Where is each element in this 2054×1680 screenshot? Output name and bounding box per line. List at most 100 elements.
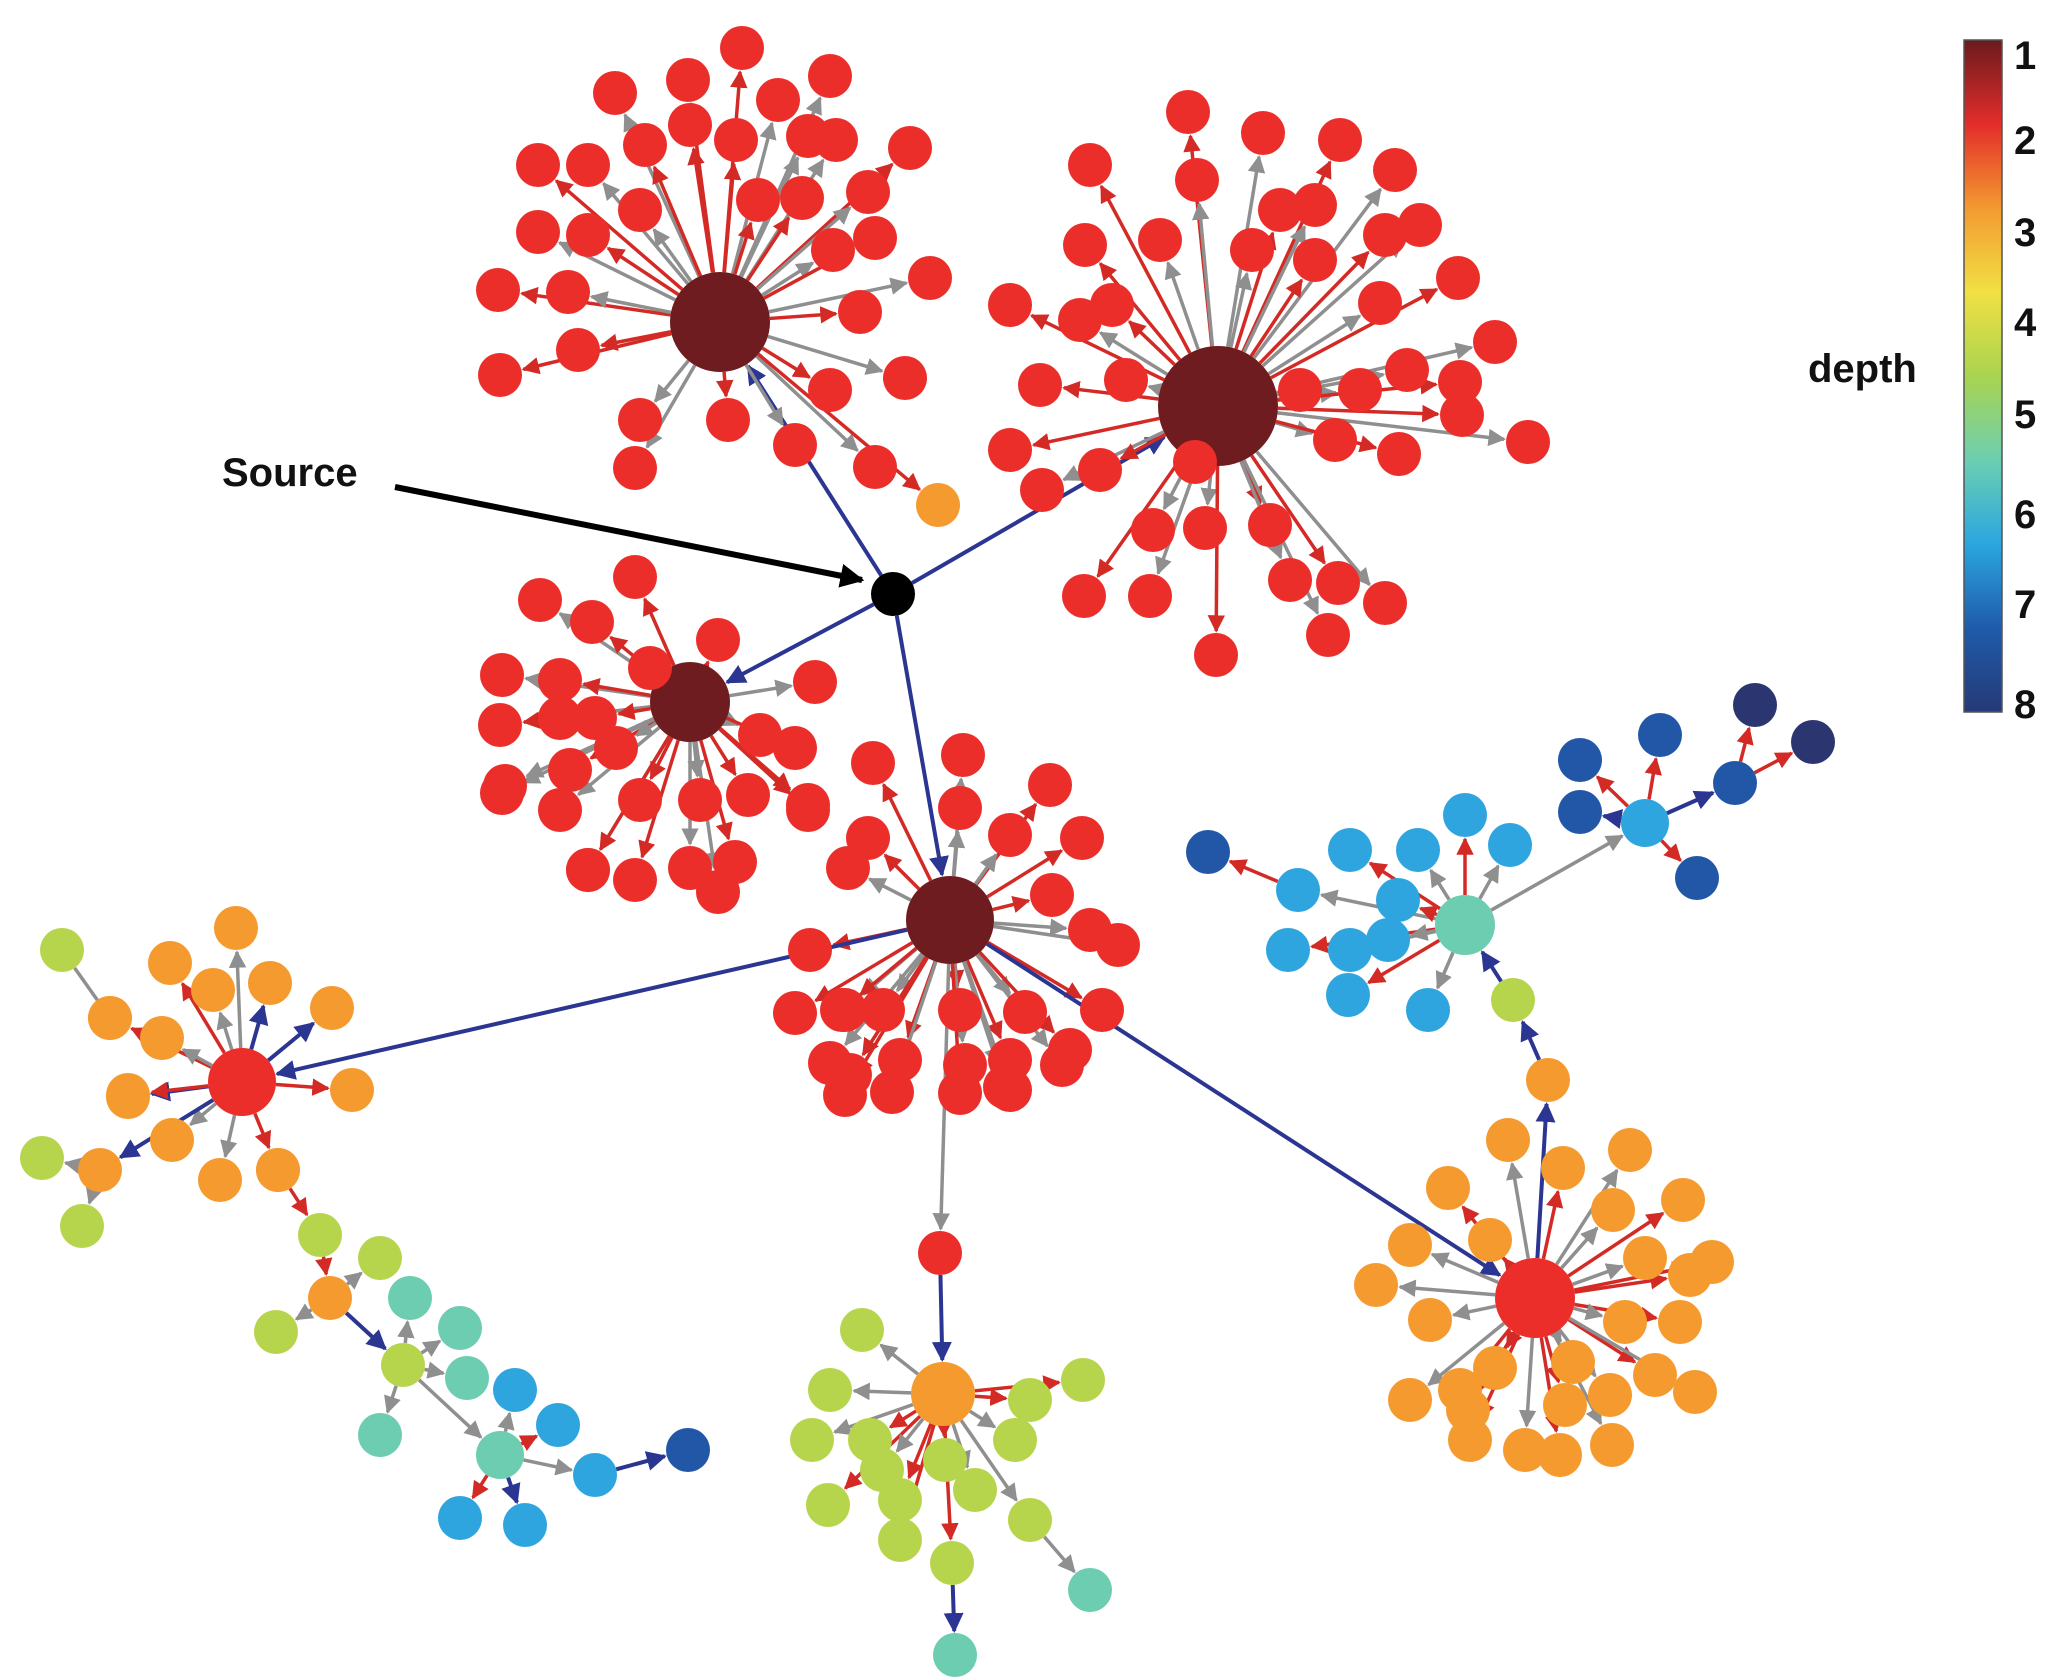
- gray-edge: [397, 1320, 415, 1344]
- depth-7-node: [1186, 830, 1230, 874]
- depth-2-node: [1175, 158, 1219, 202]
- depth-2-node: [828, 1053, 872, 1097]
- depth-8-node: [1733, 683, 1777, 727]
- depth-3-node: [1543, 1383, 1587, 1427]
- depth-6-node: [536, 1403, 580, 1447]
- red-edge: [986, 849, 1064, 899]
- gray-edge: [1042, 1535, 1076, 1574]
- gray-edge: [1545, 1323, 1563, 1343]
- gray-edge: [959, 1419, 1018, 1502]
- depth-2-node: [1080, 988, 1124, 1032]
- red-edge: [687, 146, 715, 273]
- depth-2-node: [883, 356, 927, 400]
- depth-3-node: [1661, 1178, 1705, 1222]
- gray-edge: [729, 679, 794, 698]
- colorbar-tick-label: 4: [2014, 301, 2037, 345]
- depth-7-node: [1558, 738, 1602, 782]
- gray-edge: [756, 206, 852, 291]
- depth-6-node: [493, 1368, 537, 1412]
- depth-2-node: [756, 78, 800, 122]
- depth-6-node: [1406, 988, 1450, 1032]
- depth-6-node: [1376, 878, 1420, 922]
- depth-2-node: [1377, 432, 1421, 476]
- blue-edge: [1601, 809, 1624, 829]
- depth-6-node: [1326, 973, 1370, 1017]
- depth-3-node: [191, 968, 235, 1012]
- depth-3-node: [1673, 1370, 1717, 1414]
- depth-2-node: [938, 988, 982, 1032]
- depth-2-node: [613, 858, 657, 902]
- depth-2-node: [566, 848, 610, 892]
- blue-edge: [344, 1311, 387, 1351]
- red-edge: [1367, 938, 1441, 985]
- red-edge: [906, 1422, 933, 1480]
- depth-2-node: [538, 658, 582, 702]
- depth-2-node: [851, 741, 895, 785]
- depth-2-node: [1258, 188, 1302, 232]
- gray-edge: [1255, 450, 1371, 587]
- depth-6-node: [503, 1503, 547, 1547]
- gray-edge: [417, 1378, 483, 1439]
- blue-edge: [501, 1476, 521, 1505]
- depth-2-node: [773, 726, 817, 770]
- depth-3-node: [214, 906, 258, 950]
- depth-6-node: [1396, 828, 1440, 872]
- depth-2-node: [556, 328, 600, 372]
- red-edge: [1503, 1257, 1522, 1277]
- depth-2-node: [548, 748, 592, 792]
- depth-1-hub: [906, 876, 994, 964]
- depth-3-hub: [911, 1362, 975, 1426]
- depth-2-node: [773, 423, 817, 467]
- gray-edge: [589, 291, 672, 315]
- depth-2-node: [1306, 613, 1350, 657]
- depth-2-node: [518, 578, 562, 622]
- depth-4-node: [806, 1483, 850, 1527]
- gray-edge: [1191, 202, 1215, 347]
- gray-edge: [1571, 1263, 1625, 1286]
- depth-3-node: [1468, 1218, 1512, 1262]
- red-edge: [288, 1187, 309, 1217]
- depth-2-node: [738, 713, 782, 757]
- depth-4-node: [1008, 1498, 1052, 1542]
- depth-2-node: [1183, 506, 1227, 550]
- depth-2-node: [1003, 990, 1047, 1034]
- depth-3-node: [150, 1118, 194, 1162]
- gray-edge: [216, 1011, 234, 1051]
- red-edge: [974, 1388, 1008, 1406]
- gray-edge: [895, 954, 926, 993]
- colorbar-tick-label: 7: [2014, 583, 2036, 627]
- depth-2-node: [1278, 368, 1322, 412]
- red-edge: [315, 1256, 333, 1277]
- depth-2-node: [480, 653, 524, 697]
- depth-2-node: [1385, 348, 1429, 392]
- depth-6-node: [573, 1453, 617, 1497]
- red-edge: [1567, 1318, 1637, 1364]
- depth-6-node: [1366, 918, 1410, 962]
- depth-3-node: [148, 941, 192, 985]
- red-edge: [1098, 262, 1182, 361]
- depth-2-node: [811, 228, 855, 272]
- gray-edge: [652, 228, 693, 283]
- gray-edge: [1451, 1303, 1497, 1321]
- depth-6-node: [1488, 823, 1532, 867]
- depth-2-node: [1068, 143, 1112, 187]
- depth-2-node: [678, 778, 722, 822]
- red-edge: [652, 165, 703, 277]
- depth-2-node: [726, 773, 770, 817]
- gray-edge: [993, 918, 1068, 936]
- gray-edge: [1164, 261, 1200, 350]
- blue-edge: [931, 1274, 952, 1363]
- blue-edge: [1480, 950, 1503, 983]
- red-edge: [1595, 775, 1629, 808]
- red-edge: [733, 221, 755, 275]
- colorbar-tick-label: 6: [2014, 493, 2036, 537]
- depth-4-node: [1061, 1358, 1105, 1402]
- colorbar-title: depth: [1808, 347, 1917, 391]
- red-edge: [709, 735, 737, 777]
- depth-5-node: [476, 1431, 524, 1479]
- red-edge: [554, 179, 684, 291]
- depth-3-node: [1658, 1300, 1702, 1344]
- gray-edge: [384, 1385, 401, 1414]
- depth-2-node: [623, 123, 667, 167]
